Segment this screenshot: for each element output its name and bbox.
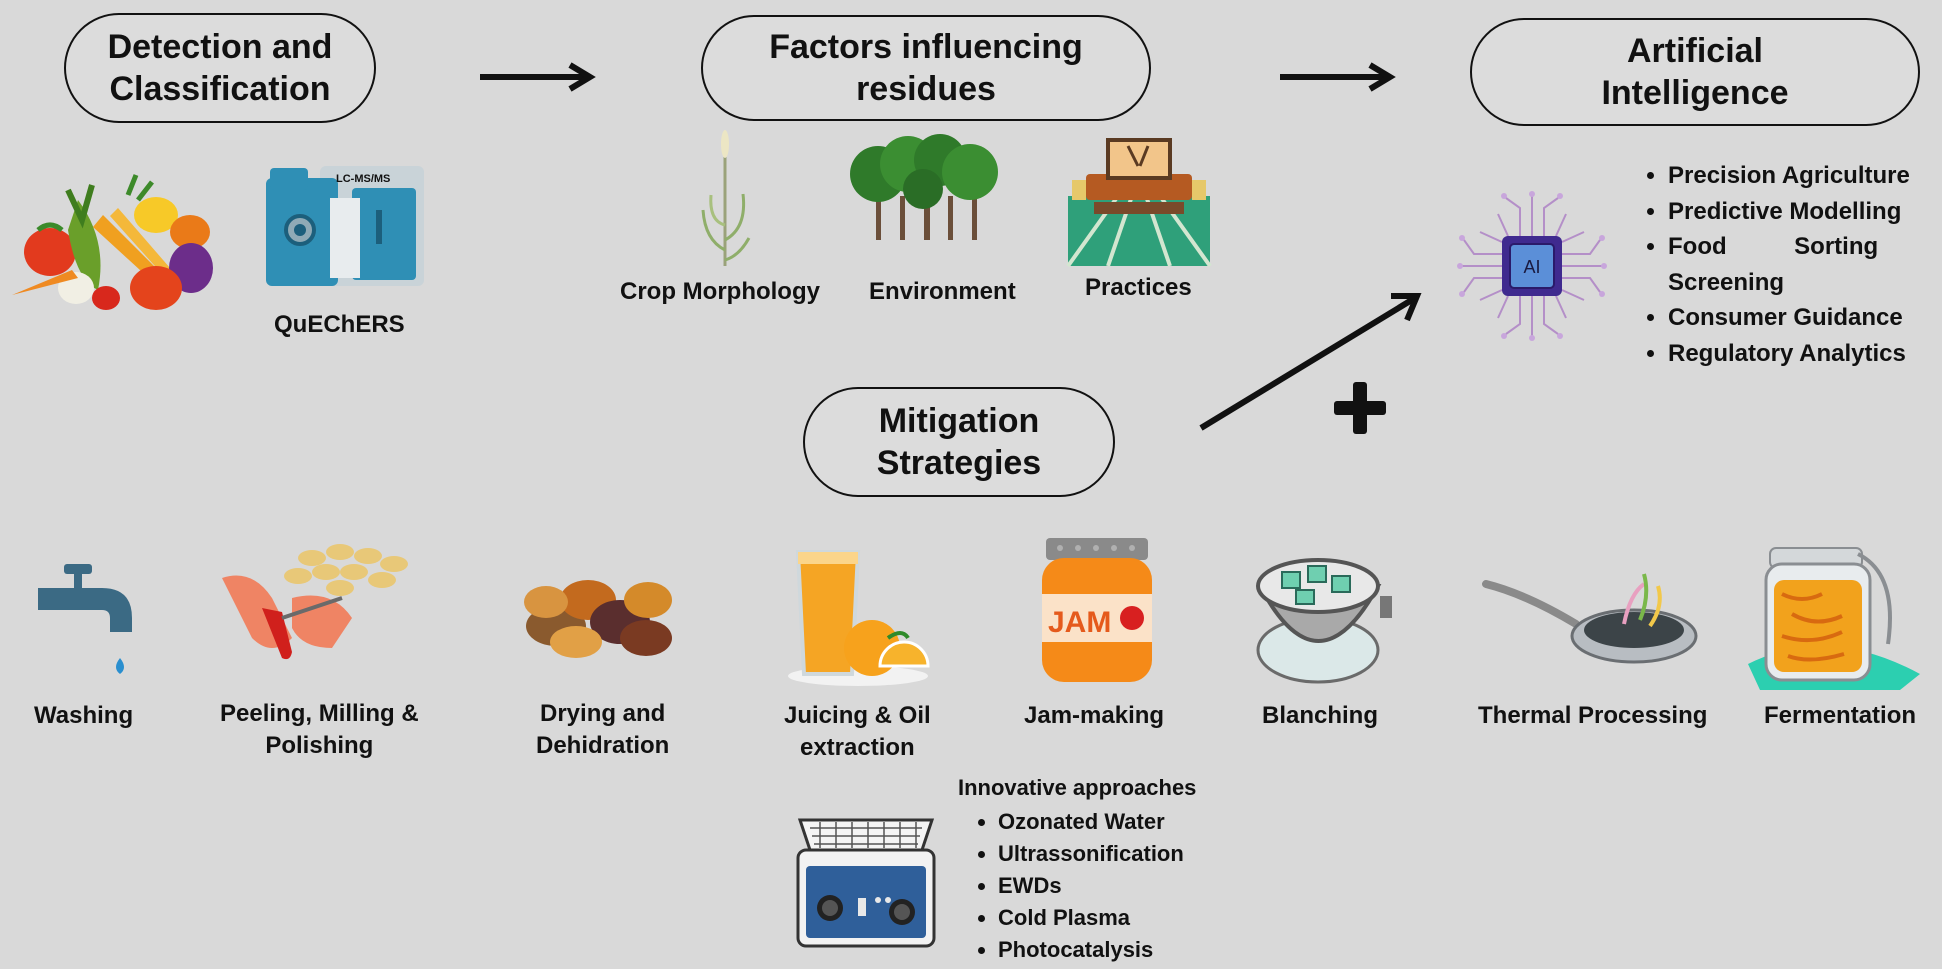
label-line: extraction (799, 734, 915, 762)
jam-text: JAM (1048, 606, 1111, 639)
list-item: Ozonated Water (998, 806, 1184, 838)
strategy-label-juicing: Juicing & Oil extraction (784, 700, 931, 765)
label-line: Thermal Processing (1478, 702, 1708, 729)
header-line: Intelligence (1601, 74, 1789, 112)
label-line: Polishing (265, 732, 374, 760)
list-item: Consumer Guidance (1668, 300, 1942, 336)
ai-applications-list: Precision Agriculture Predictive Modelli… (1640, 158, 1942, 371)
header-line: Mitigation (878, 401, 1040, 440)
list-item: Food Sorting & Screening (1668, 229, 1942, 300)
factor-label-environment: Environment (869, 278, 1016, 305)
label-line: Drying and (540, 700, 666, 727)
instrument-tag: LC-MS/MS (336, 173, 390, 185)
strategy-label-thermal-processing: Thermal Processing (1478, 700, 1707, 732)
arrow-right-icon (480, 62, 596, 92)
label-line: Fermentation (1764, 702, 1917, 729)
factors-header: Factors influencing residues (701, 15, 1151, 121)
factor-label-practices: Practices (1085, 274, 1192, 301)
label-line: Dehidration (536, 732, 670, 760)
peeling-milling-icon (222, 544, 408, 660)
header-line: residues (856, 70, 996, 108)
label-line: Washing (34, 702, 134, 729)
header-line: Factors influencing (769, 27, 1083, 66)
fermentation-jar-icon (1748, 547, 1920, 690)
trees-icon (850, 134, 998, 240)
crop-plant-icon (701, 130, 751, 266)
arrow-right-icon (1280, 62, 1396, 92)
lc-ms-instrument-icon: LC-MS/MS (266, 166, 424, 286)
frying-pan-icon (1482, 573, 1698, 664)
strategy-label-washing: Washing (34, 700, 133, 732)
factor-label-crop-morphology: Crop Morphology (620, 278, 820, 305)
list-item: Cold Plasma (998, 902, 1184, 934)
jam-jar-icon: JAM (1042, 538, 1152, 682)
vegetables-icon (12, 174, 213, 310)
label-line: Jam-making (1024, 702, 1165, 729)
list-item: Photocatalysis (998, 934, 1184, 966)
label-line: Juicing & Oil (784, 702, 931, 729)
ai-chip-text: AI (1523, 257, 1540, 277)
faucet-icon (38, 564, 132, 674)
plus-icon (1334, 382, 1386, 434)
list-item: Regulatory Analytics (1668, 336, 1942, 372)
label-line: Blanching (1262, 702, 1379, 729)
header-line: Detection and (107, 27, 333, 66)
label-line: Peeling, Milling & (220, 700, 419, 727)
innovative-approaches-title: Innovative approaches (958, 775, 1197, 800)
list-item: Ultrassonification (998, 838, 1184, 870)
list-item: EWDs (998, 870, 1184, 902)
tractor-field-icon (1066, 138, 1212, 268)
ultrasonic-bath-icon (796, 818, 936, 948)
strategy-label-peeling: Peeling, Milling & Polishing (220, 698, 419, 763)
strategy-label-jam-making: Jam-making (1024, 700, 1164, 732)
list-item: Predictive Modelling (1668, 194, 1942, 230)
header-line: Classification (109, 70, 331, 108)
strategy-label-blanching: Blanching (1262, 700, 1378, 732)
arrow-diagonal-icon (1199, 293, 1422, 431)
ai-chip-icon: AI (1457, 191, 1607, 341)
list-item: Precision Agriculture (1668, 158, 1942, 194)
dried-fruits-icon (524, 580, 672, 658)
header-line: Strategies (876, 444, 1042, 482)
header-line: Artificial (1626, 31, 1764, 70)
blanching-strainer-icon (1256, 558, 1392, 684)
juice-glass-icon (788, 550, 930, 686)
strategy-label-fermentation: Fermentation (1764, 700, 1916, 732)
quechers-label: QuEChERS (274, 311, 405, 338)
innovative-approaches-list: Ozonated Water Ultrassonification EWDs C… (978, 806, 1184, 965)
